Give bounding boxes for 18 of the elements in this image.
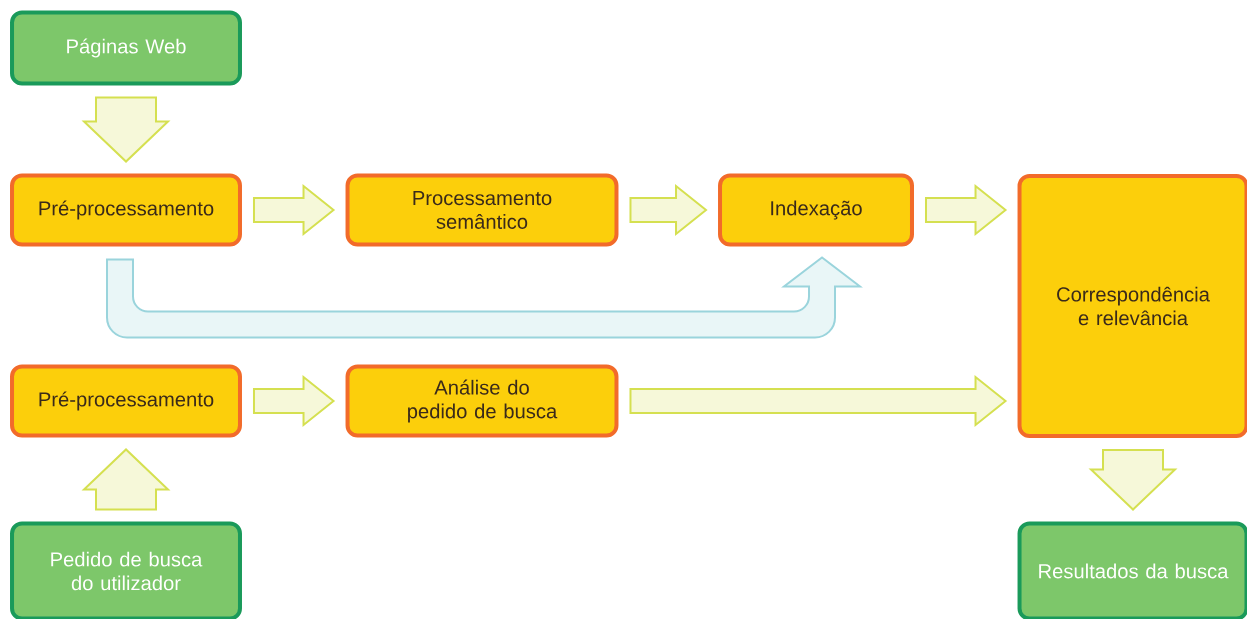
process-box: Indexação — [718, 173, 914, 247]
block-arrow — [81, 96, 171, 163]
block-arrow — [629, 374, 1008, 428]
block-arrow — [629, 183, 708, 237]
block-arrow — [253, 183, 336, 237]
block-arrow — [253, 374, 336, 428]
rounded-box: Páginas Web — [10, 10, 242, 86]
curved-block-arrow — [106, 256, 861, 339]
process-box: Processamento semântico — [345, 173, 619, 247]
block-arrow — [81, 448, 171, 511]
process-box: Correspondência e relevância — [1017, 174, 1247, 438]
process-box: Análise do pedido de busca — [345, 364, 619, 438]
process-box: Pré-processamento — [10, 173, 242, 247]
rounded-box: Resultados da busca — [1017, 521, 1247, 619]
process-box: Pré-processamento — [10, 364, 242, 438]
block-arrow — [1088, 449, 1178, 511]
block-arrow — [925, 183, 1008, 237]
rounded-box: Pedido de busca do utilizador — [10, 521, 242, 619]
